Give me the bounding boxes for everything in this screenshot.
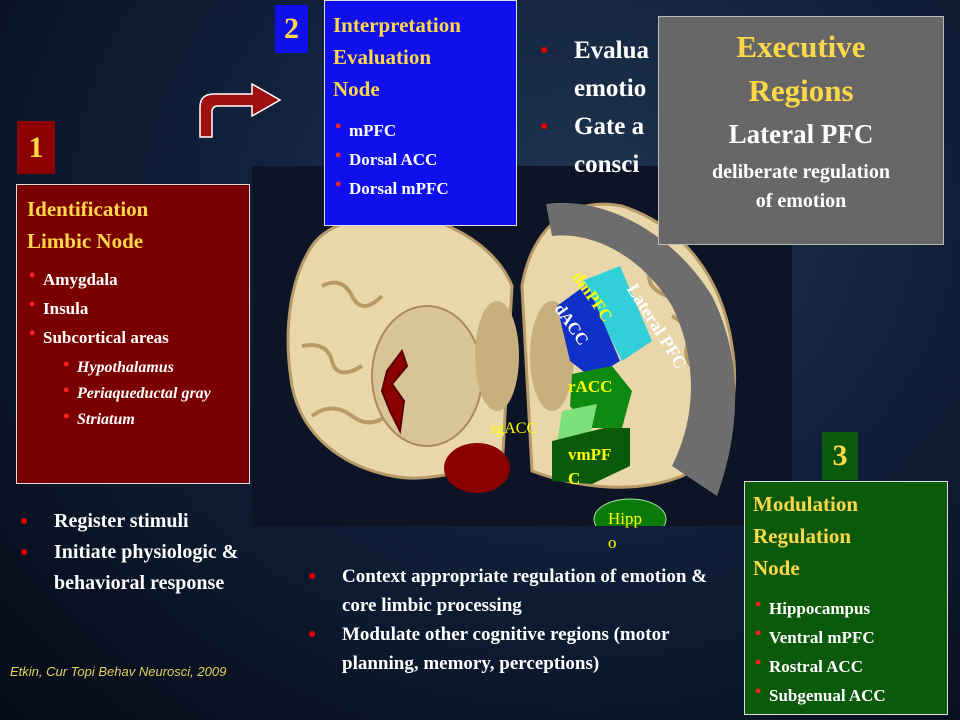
limbic-title-line2: Limbic Node <box>27 229 144 253</box>
modulation-item: Rostral ACC <box>755 648 886 681</box>
executive-desc-line2: of emotion <box>755 190 847 212</box>
dacc-region <box>557 284 620 378</box>
vmpfc-label-line2: C <box>568 469 581 488</box>
citation: Etkin, Cur Topi Behav Neurosci, 2009 <box>10 664 227 679</box>
limbic-item: Amygdala <box>29 261 169 294</box>
interpretation-item: Dorsal mPFC <box>335 170 449 203</box>
sgacc-label: sgACC <box>490 420 538 437</box>
interpretation-item: mPFC <box>335 112 449 145</box>
modulation-item: Hippocampus <box>755 590 886 623</box>
modulation-items: Hippocampus Ventral mPFC Rostral ACC Sub… <box>755 590 886 710</box>
executive-title-line2: Regions <box>748 73 854 108</box>
limbic-title-line1: Identification <box>27 197 149 221</box>
arrow-icon <box>199 82 282 138</box>
interpretation-function: Gate a consci <box>536 108 666 184</box>
interpretation-function: Evalua emotio <box>536 32 666 108</box>
hippo-region <box>593 498 667 526</box>
modulation-node-box: Modulation Regulation Node Hippocampus V… <box>744 481 948 715</box>
executive-subtitle: Lateral PFC <box>728 119 874 149</box>
lateral-pfc-region <box>546 202 736 496</box>
vmpfc-label-line1: vmPF <box>568 445 612 464</box>
interpretation-items: mPFC Dorsal ACC Dorsal mPFC <box>335 112 449 203</box>
limbic-node-title: Identification Limbic Node <box>27 193 148 257</box>
amygdala-marker <box>444 443 510 493</box>
modulation-title-line3: Node <box>753 556 800 580</box>
limbic-function: Initiate physiologic & behavioral respon… <box>16 537 286 599</box>
insula-marker <box>380 348 409 435</box>
racc-label: rACC <box>568 377 613 396</box>
dmpfc-region <box>582 266 652 361</box>
interpretation-function-line1: Evalua <box>574 37 650 64</box>
modulation-node-title: Modulation Regulation Node <box>753 488 858 584</box>
executive-title: Executive Regions <box>659 25 943 113</box>
executive-title-line1: Executive <box>736 29 866 64</box>
executive-description: deliberate regulation of emotion <box>659 158 943 216</box>
interpretation-item: Dorsal ACC <box>335 141 449 174</box>
limbic-subitems: Hypothalamus Periaqueductal gray Striatu… <box>27 351 242 433</box>
limbic-node-box: Identification Limbic Node Amygdala Insu… <box>16 184 250 484</box>
hippo-label-line2: o <box>608 533 617 552</box>
interpretation-node-box: Interpretation Evaluation Node mPFC Dors… <box>324 0 517 226</box>
limbic-items: Amygdala Insula Subcortical areas <box>29 261 169 352</box>
hippo-label-line1: Hipp <box>608 509 642 528</box>
limbic-item: Insula <box>29 290 169 323</box>
modulation-item: Subgenual ACC <box>755 677 886 710</box>
interpretation-title-line2: Evaluation <box>333 45 432 69</box>
node1-number-badge: 1 <box>17 121 55 174</box>
hippo-label: Hipp o <box>608 507 642 555</box>
executive-regions-box: Executive Regions Lateral PFC deliberate… <box>658 16 944 245</box>
limbic-subitem: Striatum <box>27 403 242 433</box>
node2-number-badge: 2 <box>275 5 308 53</box>
node3-number-badge: 3 <box>822 432 858 480</box>
vmpfc-label: vmPF C <box>568 443 611 491</box>
vmpfc-region <box>552 428 630 484</box>
limbic-item: Subcortical areas <box>29 319 169 352</box>
modulation-function: Modulate other cognitive regions (motor … <box>304 620 734 678</box>
modulation-title-line2: Regulation <box>753 524 852 548</box>
interpretation-function-line3: Gate a <box>574 113 645 140</box>
interpretation-function-line4: consci <box>574 151 640 178</box>
modulation-item: Ventral mPFC <box>755 619 886 652</box>
executive-desc-line1: deliberate regulation <box>712 161 890 183</box>
interpretation-functions: Evalua emotio Gate a consci <box>536 32 666 184</box>
limbic-subitem: Hypothalamus <box>27 351 242 381</box>
interpretation-function-line2: emotio <box>574 75 647 102</box>
interpretation-title-line3: Node <box>333 77 380 101</box>
modulation-function: Context appropriate regulation of emotio… <box>304 562 734 620</box>
limbic-function: Register stimuli <box>16 506 286 537</box>
modulation-title-line1: Modulation <box>753 492 859 516</box>
modulation-functions: Context appropriate regulation of emotio… <box>304 562 734 678</box>
limbic-subitem: Periaqueductal gray <box>27 377 242 407</box>
interpretation-title-line1: Interpretation <box>333 13 461 37</box>
limbic-functions: Register stimuli Initiate physiologic & … <box>16 506 286 599</box>
interpretation-node-title: Interpretation Evaluation Node <box>333 9 461 105</box>
